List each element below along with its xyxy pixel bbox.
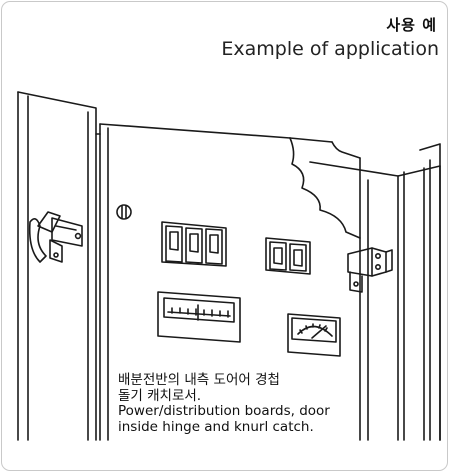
caption-line-1: 배분전반의 내측 도어어 경첩	[118, 372, 280, 388]
analog-gauge	[287, 313, 341, 357]
caption-line-2: 돌기 캐치로서.	[118, 387, 202, 404]
title-english: Example of application	[221, 38, 439, 60]
title-korean: 사용 예	[386, 16, 437, 34]
triple-switch	[161, 221, 227, 267]
linear-meter	[157, 291, 241, 343]
double-switch	[265, 237, 311, 275]
inner-door-panel	[99, 123, 441, 441]
caption: 배분전반의 내측 도어어 경첩 돌기 캐치로서. Power/distribut…	[118, 372, 330, 435]
caption-line-3: Power/distribution boards, door	[118, 403, 330, 419]
caption-line-4: inside hinge and knurl catch.	[118, 418, 314, 435]
right-hinge-bracket	[347, 247, 393, 293]
screw-knob	[116, 204, 132, 220]
left-outer-door	[17, 91, 97, 441]
left-hinge-bracket	[28, 211, 83, 263]
right-outer-door	[419, 143, 441, 441]
